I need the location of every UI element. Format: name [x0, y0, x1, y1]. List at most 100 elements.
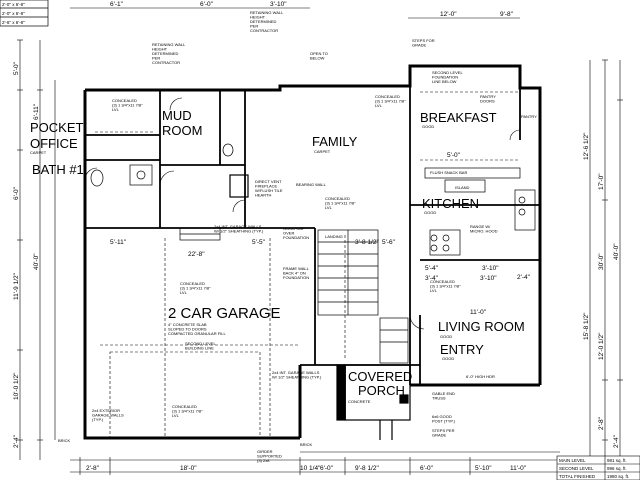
note-line: LVL: [172, 413, 180, 418]
note-line: OPEN TO: [310, 51, 328, 56]
room-label-bath1: BATH #1: [32, 162, 84, 177]
dimension-label: 3'-8 1/2": [355, 239, 379, 246]
garage-steps: [179, 227, 221, 241]
schedule-row-3: 2'-6" x 6'-8": [2, 20, 25, 25]
note-range: RANGE W/MICRO. HOOD: [470, 224, 498, 234]
room-label-porch-1: COVERED: [348, 369, 412, 384]
note-line: (3) 1 3/4"x11 7/8": [430, 284, 461, 289]
note-line: PER: [250, 24, 258, 29]
note-line: STEPS PER: [432, 428, 455, 433]
dimension-label: 2'-4": [613, 434, 620, 448]
room-label-landing: LANDING: [325, 234, 343, 239]
room-label-pocket-office-2: OFFICE: [30, 136, 78, 151]
dimension-label: 5'-4": [425, 265, 439, 272]
room-label-mud-1: MUD: [162, 108, 192, 123]
dimension-label: 3'-4": [425, 275, 439, 282]
note-line: LINE BELOW: [432, 79, 457, 84]
note-line: SECOND LEVEL: [185, 341, 216, 346]
note-concealed-2: CONCEALED(3) 1 3/4"x11 7/8"LVL: [375, 94, 406, 108]
area-label-main: MAIN LEVEL: [559, 458, 586, 463]
note-line: 2x4 INT. GARAGE WALLS: [272, 370, 320, 375]
note-line: (3) 2x8: [257, 458, 270, 463]
room-floor-family: CARPET: [314, 149, 331, 154]
note-line: LVL: [112, 107, 120, 112]
note-line: (3) 1 3/4"x11 7/8": [172, 409, 203, 414]
note-line: SECOND LEVEL: [432, 70, 463, 75]
note-line: ISLAND: [455, 185, 470, 190]
note-line: GRADE: [432, 433, 447, 438]
door-schedule-table: [0, 0, 49, 27]
dimension-label: 3'-10": [480, 275, 497, 282]
dims-top: 6'-1"6'-0"3'-10"12'-0"9'-8": [110, 1, 514, 18]
note-line: CONCEALED: [375, 94, 400, 99]
room-floor-living: GOOD: [440, 334, 452, 339]
note-retaining-left: RETAINING WALLHEIGHTDETERMINEDPERCONTRAC…: [152, 42, 186, 65]
note-line: RANGE W/: [470, 224, 491, 229]
dimension-label: 12'-0 1/2": [598, 332, 605, 360]
area-label-second: SECOND LEVEL: [559, 466, 594, 471]
note-line: W/FLUSH TILE: [255, 188, 283, 193]
door-swings: [84, 97, 521, 330]
fireplace: [229, 174, 249, 198]
dimension-label: 22'-8": [188, 251, 205, 258]
note-line: COMPACTED GRANULAR FILL: [168, 331, 226, 336]
note-line: FRAME WALL: [283, 266, 310, 271]
dimension-label: 3'-10": [482, 265, 499, 272]
note-line: HEARTH: [255, 193, 271, 198]
bath-fixtures: [90, 143, 234, 187]
note-line: FOUNDATION: [283, 275, 309, 280]
note-line: HEIGHT: [250, 15, 266, 20]
dimension-label: 40'-0": [33, 253, 40, 270]
room-label-entry: ENTRY: [440, 342, 484, 357]
dimension-label: 2'-4": [517, 274, 531, 281]
dimension-label: 2'-8": [598, 416, 605, 430]
dimension-label: 6'-1": [110, 1, 124, 8]
dimension-label: 5'-0": [447, 152, 461, 159]
room-label-garage: 2 CAR GARAGE: [168, 305, 281, 322]
note-flush-bar: FLUSH SNACK BAR: [430, 170, 467, 175]
note-retaining-top: RETAINING WALLHEIGHTDETERMINEDPERCONTRAC…: [250, 10, 284, 33]
note-line: SLOPED TO DOORS: [168, 327, 207, 332]
note-line: STEPS FOR: [412, 38, 435, 43]
dimension-label: 6'-0": [420, 465, 434, 472]
note-line: BRICK: [58, 438, 71, 443]
dimension-label: 6'-11": [33, 103, 40, 120]
area-label-total: TOTAL FINISHED: [559, 474, 596, 479]
note-line: BRICK: [300, 442, 313, 447]
note-line: FLUSH SNACK BAR: [430, 170, 467, 175]
note-line: (3) 1 3/4"x11 7/8": [112, 103, 143, 108]
note-line: DETERMINED: [250, 19, 277, 24]
dimension-lines: [19, 7, 621, 473]
note-line: W/ 1/2" SHEATHING (TYP.): [272, 375, 322, 380]
room-floor-porch: CONCRETE: [348, 399, 371, 404]
dimension-label: 18'-0": [180, 465, 197, 472]
dimension-label: 2'-4": [13, 434, 20, 448]
schedule-row-2: 2'-0" x 6'-8": [2, 11, 25, 16]
area-value-main: 981 sq. ft.: [607, 458, 627, 463]
note-line: GRADE: [412, 43, 427, 48]
note-line: (3) 1 3/4"x11 7/8": [375, 99, 406, 104]
note-concealed-4: CONCEALED(3) 1 3/4"x11 7/8"LVL: [180, 281, 211, 295]
room-label-breakfast: BREAKFAST: [420, 110, 497, 125]
dimension-label: 11'-0": [470, 309, 487, 316]
note-line: LVL: [430, 288, 438, 293]
dims-interior: 5'-11"22'-8"5'-5"5'-6"3'-8 1/2"5'-0"3'-4…: [110, 152, 531, 316]
dimension-label: 11'-0": [510, 465, 527, 472]
dims-right: 12'-6 1/2"17'-0"30'-0"40'-0"15'-8 1/2"12…: [583, 132, 620, 448]
dimension-label: 5'-0": [13, 61, 20, 75]
note-line: CONCEALED: [430, 279, 455, 284]
dimension-label: 6'-0": [13, 186, 20, 200]
note-island: ISLAND: [455, 185, 470, 190]
room-floor-pocket-office: CARPET: [30, 150, 47, 155]
dimension-label: 11'-9 1/2": [13, 272, 20, 300]
dimension-label: 9'-8": [500, 11, 514, 18]
note-line: FOUNDATION: [283, 235, 309, 240]
